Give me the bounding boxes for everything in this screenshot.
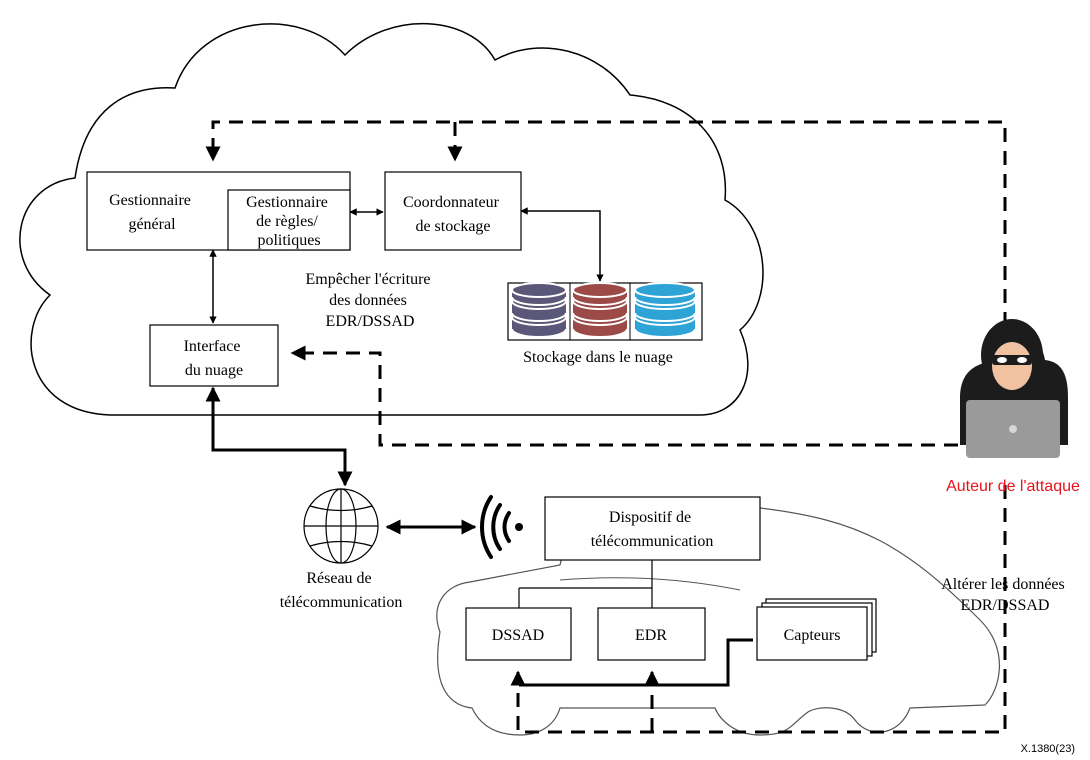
prevent-write-label-2: des données: [329, 292, 407, 309]
edr-box: [597, 607, 706, 661]
cloud-interface-label-2: du nuage: [185, 362, 243, 379]
attack-path-top: [205, 120, 1007, 395]
dssad-box: [465, 607, 572, 661]
vehicle-bus: [518, 560, 653, 608]
svg-text:Interface du nuage: Interface du nuage: [184, 338, 245, 379]
database-icon: [634, 282, 696, 338]
storage-coordinator-label-2: de stockage: [415, 218, 490, 235]
rules-manager-label-3: politiques: [257, 232, 320, 249]
attacker-icon: [960, 319, 1068, 458]
sensors-label: Capteurs: [784, 627, 841, 644]
general-manager-label-2: général: [128, 216, 176, 233]
attack-path-to-interface: [290, 345, 958, 447]
svg-text:Empêcher l'écriture des do: Empêcher l'écriture des données EDR/DSSA…: [305, 271, 434, 330]
database-icon: [511, 282, 567, 338]
cloud-storage-databases: [507, 282, 703, 341]
prevent-write-label-3: EDR/DSSAD: [326, 313, 415, 330]
car-window-line: [559, 577, 741, 591]
attack-paths: [205, 120, 1007, 734]
attack-path-down: [510, 485, 1007, 734]
telecom-device-box: [544, 496, 761, 561]
svg-text:Gestionnaire de règles/: Gestionnaire de règles/ politiques: [246, 194, 332, 249]
prevent-write-label-1: Empêcher l'écriture: [305, 271, 430, 288]
svg-text:Réseau de télécommunicatio: Réseau de télécommunication: [280, 570, 403, 611]
svg-text:Dispositif de télécommunic: Dispositif de télécommunication: [591, 509, 714, 550]
rules-manager-label-2: de règles/: [256, 213, 318, 230]
rules-manager-box: [227, 189, 351, 251]
storage-coordinator-box: [384, 171, 522, 251]
alter-data-label-2: EDR/DSSAD: [961, 597, 1050, 614]
network-label-1: Réseau de: [306, 570, 371, 587]
globe-icon: [303, 488, 379, 564]
dssad-label: DSSAD: [492, 627, 544, 644]
cloud-interface-label-1: Interface: [184, 338, 241, 355]
cloud-storage-label: Stockage dans le nuage: [523, 349, 673, 366]
network-links: [205, 386, 477, 535]
arrow-coordinator-storage: [520, 207, 604, 282]
general-manager-label-1: Gestionnaire: [109, 192, 191, 209]
database-icon: [572, 282, 628, 338]
wireless-signal-icon: [480, 495, 511, 559]
network-label-2: télécommunication: [280, 594, 403, 611]
data-flows: [209, 207, 604, 324]
svg-text:Altérer les données EDR/DS: Altérer les données EDR/DSSAD: [941, 576, 1069, 614]
alter-data-label-1: Altérer les données: [941, 576, 1065, 593]
cloud-interface-box: [149, 324, 279, 387]
sensor-data-line: [519, 638, 753, 687]
telecom-device-label-1: Dispositif de: [609, 509, 691, 526]
figure-id: X.1380(23): [1021, 743, 1075, 755]
storage-coordinator-label-1: Coordonnateur: [403, 194, 500, 211]
rules-manager-label-1: Gestionnaire: [246, 194, 328, 211]
attacker-label: Auteur de l'attaque: [946, 478, 1080, 495]
svg-text:Coordonnateur de stockage: Coordonnateur de stockage: [403, 194, 503, 235]
svg-text:Gestionnaire général: Gestionnaire général: [109, 192, 195, 233]
edr-label: EDR: [635, 627, 667, 644]
wireless-dot-icon: [515, 523, 523, 531]
link-interface-network: [205, 386, 353, 487]
sensors-stack: [756, 598, 877, 661]
telecom-device-label-2: télécommunication: [591, 533, 714, 550]
